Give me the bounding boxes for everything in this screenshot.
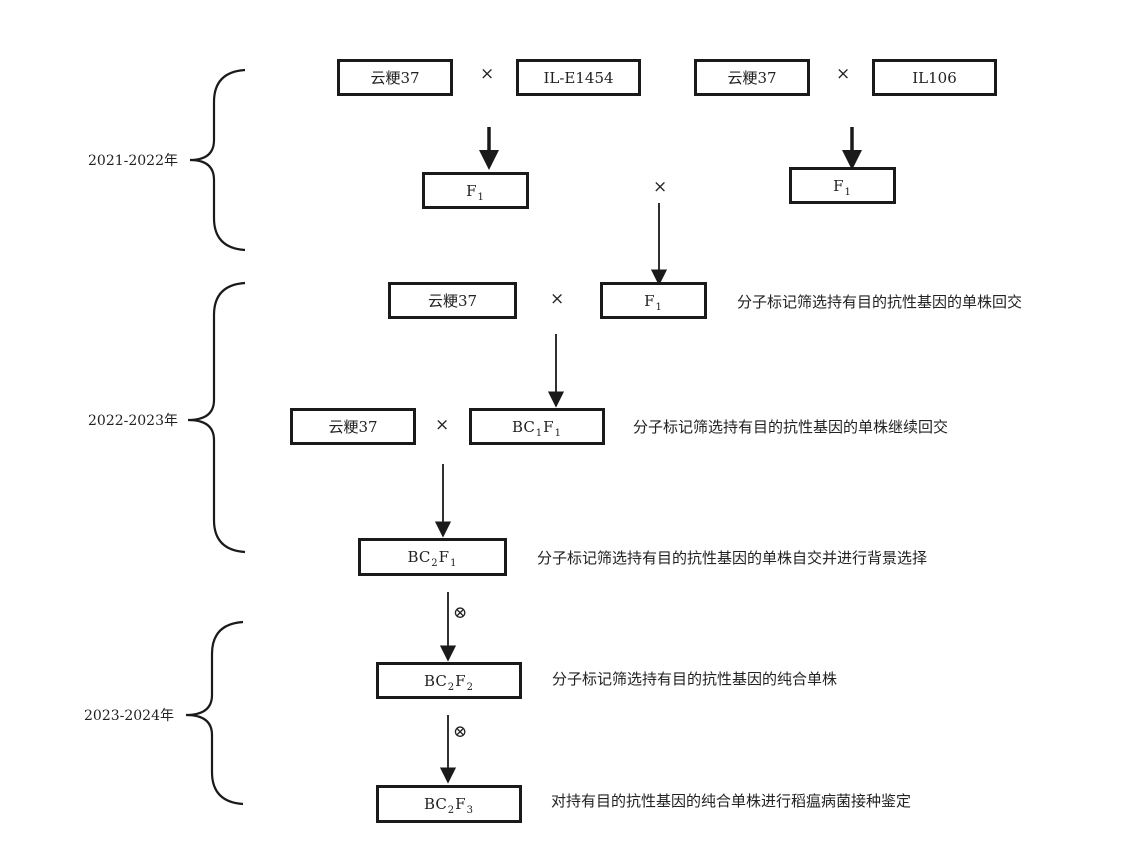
gen-sub: 1 [554,427,561,439]
gen-sub: 2 [431,558,438,569]
gen-sub: 2 [447,805,455,816]
note-homozygous: 分子标记筛选持有目的抗性基因的纯合单株 [552,670,838,688]
node-label: 云粳37 [427,292,478,310]
cross-symbol: × [550,289,565,309]
node-label: 云粳37 [370,69,420,87]
cross-symbol: × [435,415,450,435]
brace-period-1 [189,68,246,252]
note-backcross: 分子标记筛选持有目的抗性基因的单株回交 [737,293,1023,311]
gen-sub: 1 [450,558,457,569]
gen-sub: 3 [466,805,473,816]
period-label-2: 2022-2023年 [88,413,178,429]
node-yungeng37-c: 云粳37 [388,282,517,319]
gen-letter: BC [512,417,535,436]
node-yungeng37-b: 云粳37 [694,59,810,96]
gen-sub: 1 [844,186,851,198]
gen-sub: 1 [477,191,484,203]
gen-letter: F [833,176,844,195]
brace-period-3 [185,620,244,806]
node-label: 云粳37 [328,418,378,436]
gen-sub: 1 [655,301,662,313]
selfing-symbol: ⊗ [453,603,468,623]
gen-letter: BC [424,795,447,813]
gen-letter: F [438,548,450,566]
selfing-symbol: ⊗ [453,722,468,742]
cross-symbol: × [653,177,668,197]
gen-letter: BC [407,548,431,566]
node-yungeng37-a: 云粳37 [337,59,453,96]
brace-period-2 [187,281,246,554]
period-label-1: 2021-2022年 [88,153,178,169]
node-yungeng37-d: 云粳37 [290,408,416,445]
gen-letter: F [455,671,466,690]
node-label: IL-E1454 [543,68,614,87]
gen-sub: 2 [466,681,473,693]
node-il106: IL106 [872,59,997,96]
node-label: 云粳37 [727,69,777,87]
gen-letter: BC [424,671,447,690]
gen-letter: F [543,417,554,436]
gen-sub: 2 [447,681,455,693]
node-label: IL106 [912,68,957,87]
cross-symbol: × [836,64,851,84]
node-il-e1454: IL-E1454 [516,59,641,96]
note-continue-backcross: 分子标记筛选持有目的抗性基因的单株继续回交 [633,418,949,436]
period-label-3: 2023-2024年 [84,708,174,724]
gen-sub: 1 [535,427,543,439]
note-inoculation: 对持有目的抗性基因的纯合单株进行稻瘟病菌接种鉴定 [551,792,912,810]
note-self-background: 分子标记筛选持有目的抗性基因的单株自交并进行背景选择 [537,549,928,567]
gen-letter: F [466,181,477,200]
gen-letter: F [455,795,466,813]
gen-letter: F [644,291,655,310]
cross-symbol: × [480,64,495,84]
